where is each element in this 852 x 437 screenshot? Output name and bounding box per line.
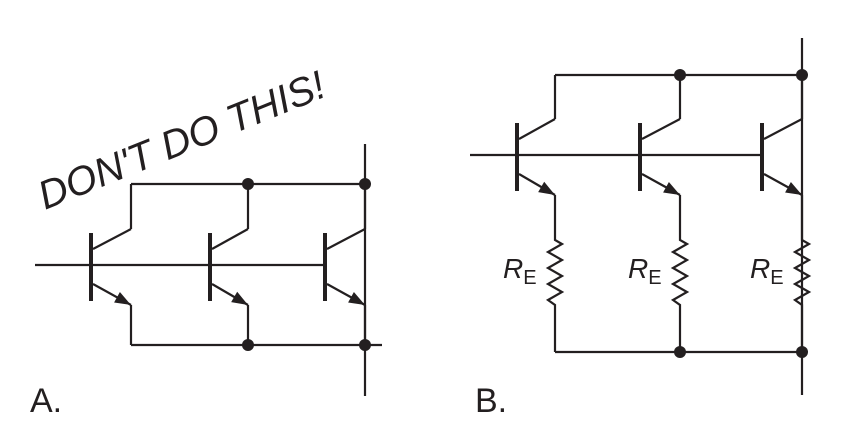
junction-dot bbox=[796, 69, 808, 81]
resistor-label: RE bbox=[628, 253, 662, 289]
junction-dot bbox=[674, 346, 686, 358]
collector-lead bbox=[518, 118, 556, 140]
warning-text: DON'T DO THIS! bbox=[32, 63, 332, 218]
emitter-resistor bbox=[670, 195, 690, 352]
junction-dot bbox=[242, 339, 254, 351]
collector-lead bbox=[326, 228, 366, 250]
emitter-arrow-icon bbox=[785, 182, 802, 195]
emitter-arrow-icon bbox=[348, 292, 365, 305]
emitter-arrow-icon bbox=[663, 182, 680, 195]
wires bbox=[35, 38, 812, 396]
panel-a-label: A. bbox=[30, 382, 62, 420]
junction-dot bbox=[359, 339, 371, 351]
emitter-resistor bbox=[792, 195, 812, 352]
panel-b-label: B. bbox=[475, 382, 507, 420]
junction-dot bbox=[242, 178, 254, 190]
emitter-arrow-icon bbox=[538, 181, 555, 195]
junction-dot bbox=[359, 178, 371, 190]
emitter-arrow-icon bbox=[114, 292, 131, 305]
collector-lead bbox=[641, 118, 681, 140]
junction-dot bbox=[796, 346, 808, 358]
resistor-label: RE bbox=[503, 253, 537, 289]
collector-lead bbox=[211, 228, 249, 250]
emitter-resistor bbox=[545, 195, 565, 352]
collector-lead bbox=[92, 228, 132, 250]
junction-dot bbox=[674, 69, 686, 81]
resistor-label: RE bbox=[750, 253, 784, 289]
emitter-arrow-icon bbox=[231, 291, 248, 305]
marks bbox=[114, 69, 808, 358]
collector-lead bbox=[763, 118, 803, 140]
